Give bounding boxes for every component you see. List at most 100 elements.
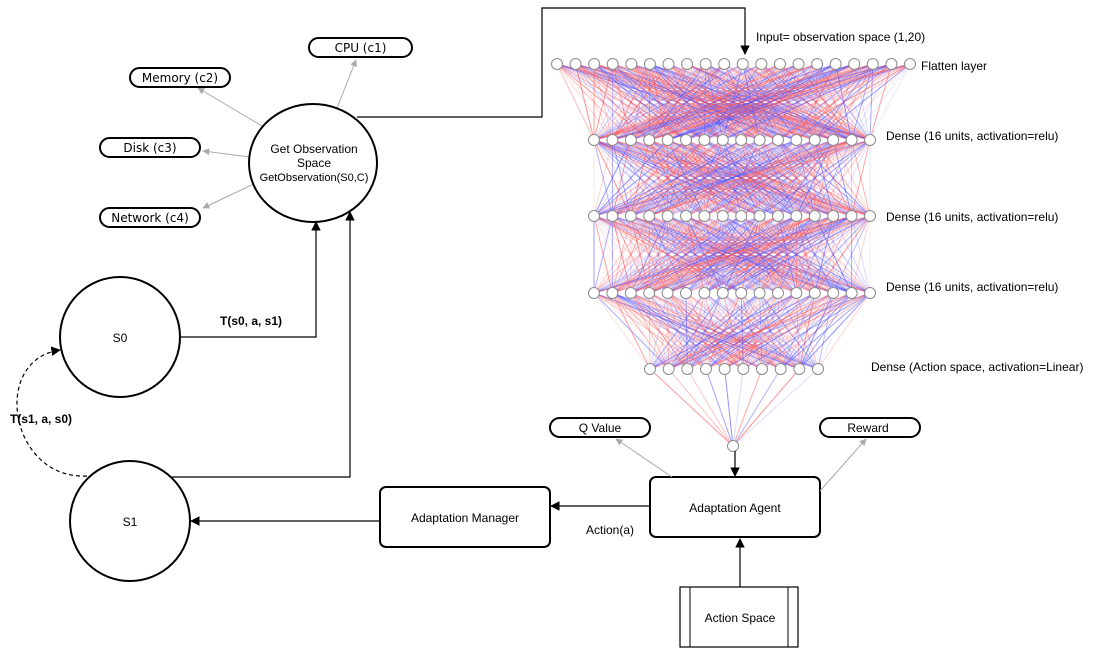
network-connection: [685, 139, 760, 217]
network-connection: [704, 63, 892, 141]
network-connection: [593, 215, 779, 294]
network-connection: [593, 215, 834, 294]
network-connection: [668, 292, 797, 370]
network-connection: [724, 368, 734, 447]
network-connection: [851, 215, 871, 294]
network-connection: [575, 63, 595, 141]
network-connection: [685, 215, 705, 294]
network-connection: [611, 215, 632, 294]
network-connection: [612, 215, 815, 294]
neuron-layer-3: [772, 287, 784, 299]
q-value-label: Q Value: [579, 421, 622, 435]
network-connection: [648, 292, 670, 370]
network-connection: [704, 139, 834, 217]
network-connection: [685, 139, 724, 217]
network-connection: [759, 139, 816, 217]
network-connection: [593, 139, 742, 217]
network-connection: [732, 368, 744, 447]
network-connection: [649, 139, 871, 217]
neuron-layer-1: [680, 134, 692, 146]
network-input-label: Input= observation space (1,20): [756, 30, 925, 44]
network-connection: [612, 63, 855, 141]
network-connection: [593, 139, 852, 217]
network-connection: [724, 292, 816, 370]
network-connection: [667, 215, 816, 294]
network-connection: [593, 215, 650, 294]
network-connection: [612, 215, 742, 294]
neuron-layer-1: [827, 134, 840, 146]
network-connection: [612, 139, 871, 217]
network-connection: [732, 368, 800, 447]
network-connection: [722, 139, 816, 217]
network-connection: [817, 292, 871, 370]
network-connection: [668, 292, 742, 370]
network-connection: [724, 292, 852, 370]
neuron-layer-1: [624, 134, 637, 146]
network-connection: [612, 139, 815, 217]
arrow-obs-network: [202, 182, 257, 209]
network-connection: [593, 63, 836, 141]
network-connection: [814, 63, 911, 141]
neuron-layer-1: [790, 134, 803, 146]
network-connection: [759, 215, 871, 294]
network-neurons: [551, 58, 916, 452]
network-connection: [685, 139, 852, 217]
resource-cpu-label: CPU (c1): [335, 41, 387, 55]
neuron-layer-1: [772, 134, 784, 146]
network-connection: [704, 63, 874, 141]
network-connection: [795, 139, 853, 217]
network-connection: [687, 292, 871, 370]
network-connection: [796, 215, 871, 294]
network-connection: [814, 215, 871, 294]
arrow-obs-to-network: [357, 7, 750, 118]
network-connection: [593, 63, 651, 141]
network-connection: [649, 292, 816, 370]
neuron-layer-2: [772, 210, 784, 222]
network-connection: [612, 63, 688, 141]
arrow-obs-cpu: [336, 59, 357, 109]
neuron-layer-0: [848, 58, 861, 70]
network-connection: [593, 63, 799, 141]
network-connection: [630, 215, 650, 294]
neuron-layer-2: [661, 210, 674, 222]
neuron-layer-0: [662, 58, 675, 70]
neuron-layer-0: [773, 58, 786, 70]
network-connection: [630, 63, 725, 141]
network-connection: [630, 63, 892, 141]
network-connection: [611, 215, 650, 294]
resource-memory: Memory (c2): [129, 67, 231, 88]
network-connection: [722, 63, 892, 141]
network-connection: [611, 215, 669, 294]
reward-label: Reward: [847, 421, 888, 435]
network-connection: [685, 292, 688, 370]
network-connection: [630, 215, 724, 294]
network-connection: [759, 139, 816, 217]
network-connection: [612, 215, 779, 294]
neuron-layer-2: [845, 210, 858, 222]
network-connection: [630, 63, 688, 141]
network-connection: [740, 215, 871, 294]
network-connection: [705, 292, 834, 370]
network-connection: [703, 139, 742, 217]
network-connection: [649, 292, 871, 370]
network-connection: [704, 139, 871, 217]
network-connection: [611, 63, 632, 141]
network-connection: [630, 63, 799, 141]
network-connection: [630, 292, 651, 370]
network-connection: [869, 63, 911, 141]
neuron-layer-1: [716, 134, 729, 146]
network-connection: [796, 63, 911, 141]
network-connection: [722, 139, 852, 217]
neuron-layer-0: [551, 58, 563, 70]
network-connection: [667, 215, 871, 294]
network-connection: [593, 215, 815, 294]
network-connection: [630, 63, 669, 141]
neuron-layer-1: [588, 134, 600, 146]
network-connection: [649, 63, 687, 141]
network-connection: [704, 215, 834, 294]
neuron-layer-4: [700, 363, 712, 375]
neuron-layer-3: [698, 287, 711, 299]
network-connection: [612, 215, 687, 294]
network-connection: [649, 368, 734, 447]
network-connection: [593, 139, 871, 217]
